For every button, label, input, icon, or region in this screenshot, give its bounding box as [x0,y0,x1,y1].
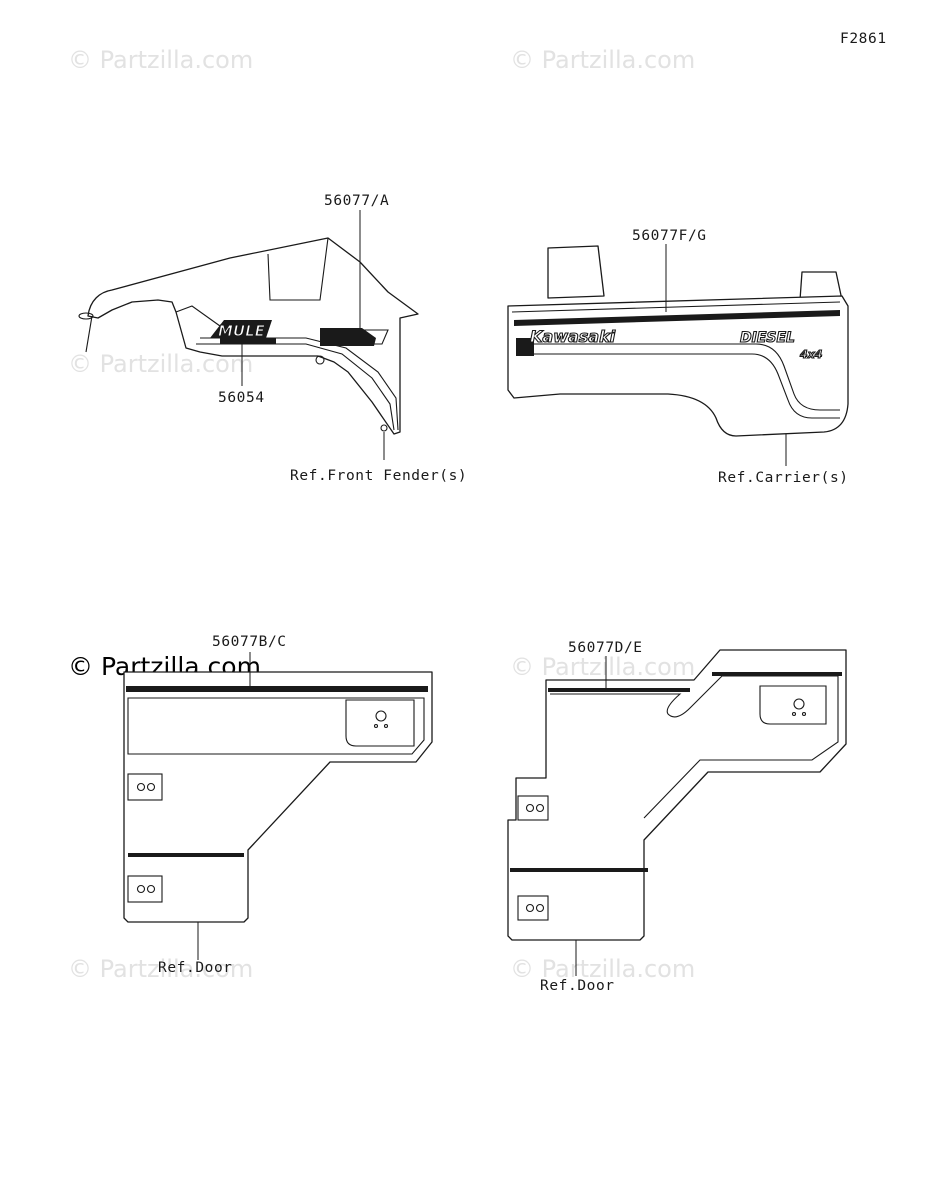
watermark: © Partzilla.com [510,46,695,74]
4x4-text: 4x4 [799,348,822,361]
callout-56077a: 56077/A [324,193,389,209]
left-door-illustration [123,671,433,923]
ref-right-door: Ref.Door [540,978,615,994]
ref-front-fender: Ref.Front Fender(s) [290,468,467,484]
mule-emblem: MULE [210,320,276,344]
kawasaki-logo-text: Kawasaki [530,327,616,346]
mule-logo-text: MULE [218,322,266,340]
right-door-illustration [507,649,847,941]
ref-carrier: Ref.Carrier(s) [718,470,849,486]
diesel-text: DIESEL [740,330,795,346]
watermark: © Partzilla.com [510,955,695,983]
carrier-illustration: Kawasaki DIESEL 4x4 [507,245,849,437]
watermark: © Partzilla.com [68,46,253,74]
watermark: © Partzilla.com [68,955,253,983]
callout-56054: 56054 [218,390,265,406]
front-fender-illustration: MULE [78,237,419,460]
callout-56077fg: 56077F/G [632,228,707,244]
figure-code: F2861 [840,31,887,47]
watermark: © Partzilla.com [510,653,695,681]
callout-56077de: 56077D/E [568,640,643,656]
callout-56077bc: 56077B/C [212,634,287,650]
ref-left-door: Ref.Door [158,960,233,976]
